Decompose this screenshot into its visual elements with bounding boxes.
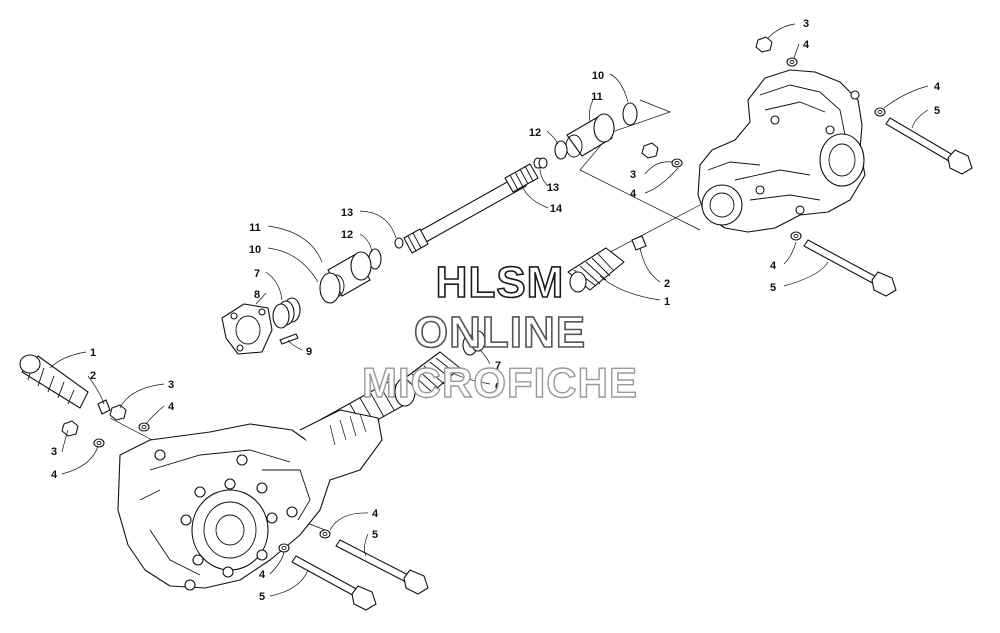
callout-number: 5: [372, 529, 378, 541]
front-boot-left: [19, 354, 111, 415]
callout-number: 5: [934, 105, 940, 117]
callout-number: 12: [529, 127, 541, 139]
callout-number: 4: [770, 260, 777, 272]
rear-fasteners: [641, 36, 973, 297]
callout-number: 4: [259, 569, 266, 581]
leader-lines: [49, 23, 929, 597]
callout-number: 4: [51, 469, 58, 481]
callout-number: 8: [254, 289, 260, 301]
front-flange: [221, 303, 299, 355]
upper-driveshaft: [272, 102, 638, 329]
callout-number: 2: [664, 278, 670, 290]
rear-boot: [567, 235, 647, 293]
callout-number: 10: [592, 70, 604, 82]
callout-number: 3: [630, 169, 636, 181]
callout-number: 5: [259, 591, 265, 603]
callout-number: 11: [249, 222, 261, 234]
callout-number: 4: [630, 188, 637, 200]
callout-number: 3: [803, 18, 809, 30]
callout-number: 4: [168, 401, 175, 413]
callout-number: 14: [550, 203, 563, 215]
callout-number: 1: [90, 347, 96, 359]
callout-number: 2: [90, 370, 96, 382]
front-fasteners: [61, 404, 429, 611]
front-gearcase: [117, 409, 383, 591]
callout-number: 9: [306, 346, 312, 358]
callout-number: 10: [249, 244, 261, 256]
callout-number: 1: [664, 296, 670, 308]
front-boot: [404, 330, 486, 399]
callout-numbers: 3445101112341314131211107892145761234344…: [51, 18, 941, 603]
callout-number: 12: [341, 229, 353, 241]
callout-number: 5: [770, 282, 776, 294]
callout-number: 7: [495, 360, 501, 372]
callout-number: 13: [341, 207, 353, 219]
callout-number: 7: [254, 268, 260, 280]
callout-number: 6: [495, 381, 501, 393]
callout-number: 4: [803, 39, 810, 51]
callout-number: 4: [934, 81, 941, 93]
callout-number: 13: [547, 182, 559, 194]
callout-number: 11: [591, 91, 603, 103]
callout-number: 4: [372, 508, 379, 520]
callout-number: 3: [51, 446, 57, 458]
callout-number: 3: [168, 379, 174, 391]
rear-gearcase: [697, 69, 866, 233]
